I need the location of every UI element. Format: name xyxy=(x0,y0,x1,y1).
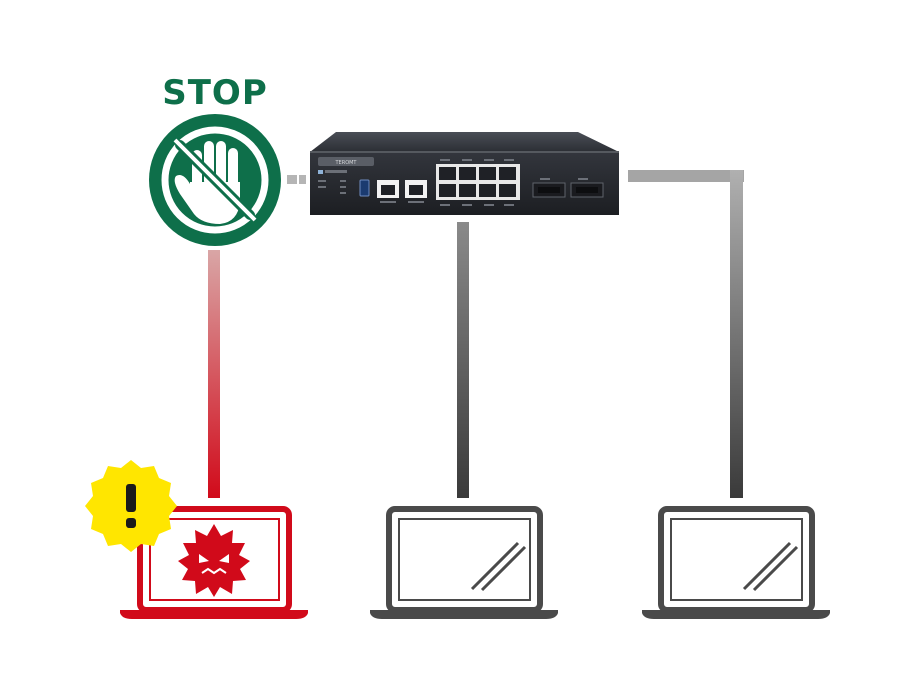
laptop-client-3 xyxy=(642,506,830,619)
link-client-2 xyxy=(457,222,469,498)
laptop-infected xyxy=(120,506,308,619)
blocked-link-stub-2 xyxy=(299,175,306,184)
blocked-link-vertical xyxy=(208,250,220,498)
alert-badge xyxy=(85,460,177,552)
sfp-ports xyxy=(532,178,604,198)
laptop-base xyxy=(120,610,308,619)
ethernet-port xyxy=(439,184,456,197)
virus-icon xyxy=(178,524,250,597)
link-client-3-horizontal xyxy=(628,170,744,182)
network-switch: TEROMT xyxy=(310,132,619,215)
connection-lines xyxy=(208,170,744,498)
switch-brand-plate xyxy=(318,157,374,166)
laptop-screen xyxy=(658,506,815,613)
switch-brand-label: TEROMT xyxy=(335,160,358,166)
laptop-base xyxy=(642,610,830,619)
laptop-client-2 xyxy=(370,506,558,619)
ethernet-ports xyxy=(436,159,520,206)
usb-port xyxy=(359,179,370,197)
ethernet-port xyxy=(499,167,516,180)
ethernet-port xyxy=(459,184,476,197)
blocked-link-stub-1 xyxy=(287,175,297,184)
switch-top-panel xyxy=(310,132,619,152)
ethernet-port xyxy=(479,167,496,180)
status-leds xyxy=(318,180,346,194)
laptop-base xyxy=(370,610,558,619)
stop-sign: STOP xyxy=(149,73,281,246)
stop-label: STOP xyxy=(162,73,268,113)
laptop-screen xyxy=(386,506,543,613)
ethernet-port xyxy=(439,167,456,180)
ethernet-port xyxy=(459,167,476,180)
link-client-3-vertical xyxy=(730,170,743,498)
ethernet-port xyxy=(479,184,496,197)
ethernet-port xyxy=(499,184,516,197)
